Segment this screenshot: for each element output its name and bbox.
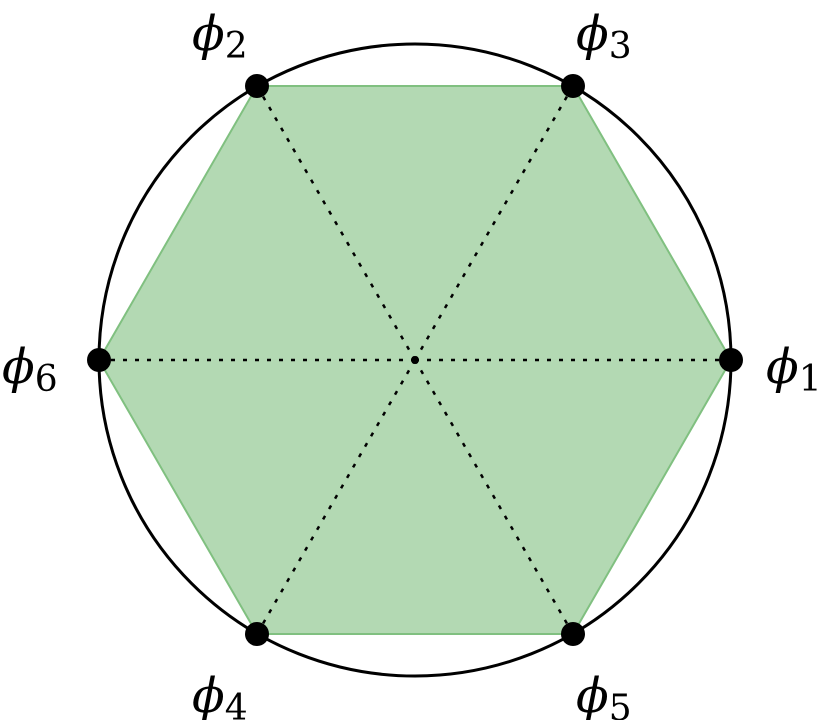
vertex-phi3 bbox=[561, 74, 585, 98]
vertex-phi1 bbox=[719, 348, 743, 372]
label-phi6: ϕ6 bbox=[2, 339, 58, 400]
spoke-to-phi5 bbox=[413, 359, 575, 635]
vertex-phi5 bbox=[561, 622, 585, 646]
label-phi2: ϕ2 bbox=[192, 6, 248, 67]
vertex-points bbox=[87, 74, 743, 646]
label-phi1: ϕ1 bbox=[766, 339, 822, 400]
dotted-spokes bbox=[99, 85, 731, 635]
label-phi4: ϕ4 bbox=[192, 668, 248, 720]
vertex-phi4 bbox=[245, 622, 269, 646]
spoke-to-phi2 bbox=[255, 85, 417, 361]
vertex-phi6 bbox=[87, 348, 111, 372]
center-dot bbox=[411, 356, 419, 364]
spoke-to-phi4 bbox=[255, 359, 417, 635]
vertex-labels: ϕ1 ϕ2 ϕ3 ϕ4 ϕ5 ϕ6 bbox=[2, 6, 822, 720]
vertex-phi2 bbox=[245, 74, 269, 98]
center-point bbox=[411, 356, 419, 364]
label-phi3: ϕ3 bbox=[576, 6, 632, 67]
spoke-to-phi3 bbox=[413, 85, 575, 361]
label-phi5: ϕ5 bbox=[576, 668, 632, 720]
